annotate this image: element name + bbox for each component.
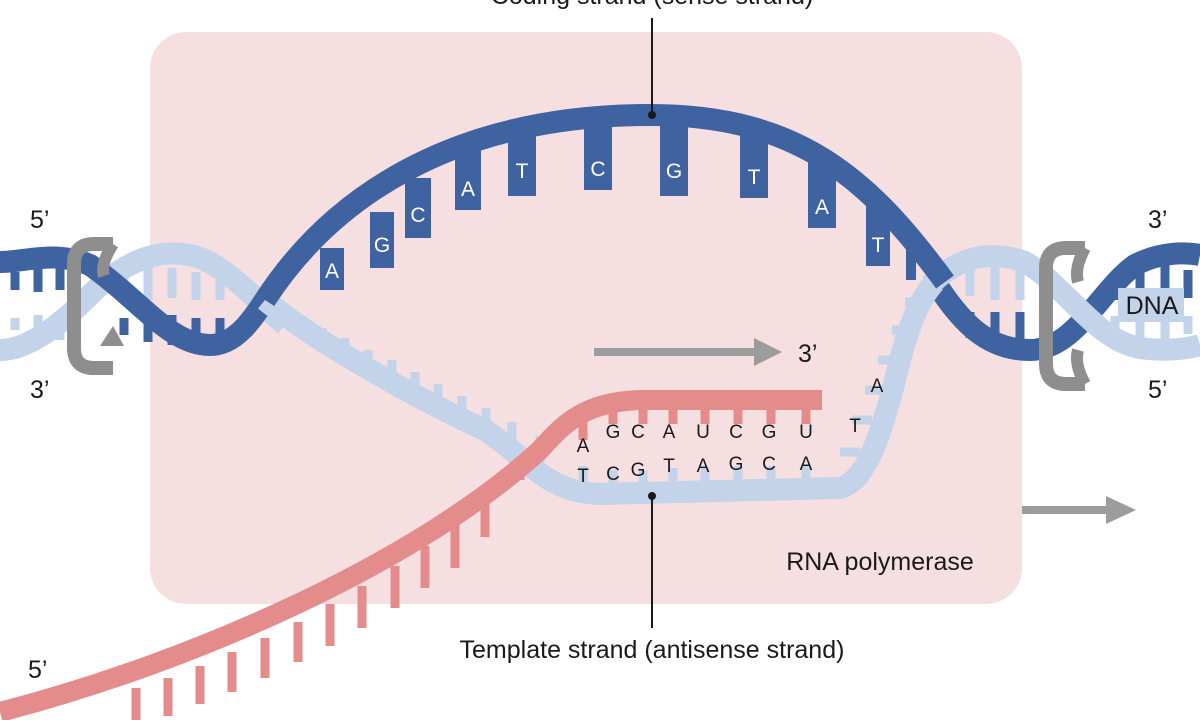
template-base: C bbox=[762, 454, 776, 475]
rna-base: C bbox=[631, 422, 645, 443]
unpaired-template-base: T bbox=[849, 416, 861, 437]
coding-base: A bbox=[325, 260, 339, 283]
left-coding-backbone bbox=[0, 246, 275, 357]
template-strand-label: Template strand (antisense strand) bbox=[460, 636, 845, 664]
coding-base: C bbox=[590, 158, 605, 181]
coding-base: G bbox=[374, 234, 390, 257]
dna-label-background bbox=[1118, 288, 1184, 322]
rna-transcript bbox=[0, 390, 822, 720]
template-base: T bbox=[577, 466, 589, 487]
left-helix bbox=[0, 242, 293, 361]
synthesis-direction-arrow-icon bbox=[594, 338, 782, 366]
template-strand-pointer-dot bbox=[648, 492, 656, 500]
rna-backbone bbox=[0, 390, 822, 720]
left-template-backbone bbox=[0, 242, 293, 361]
coding-base-rungs bbox=[320, 114, 916, 290]
rna-polymerase-label: RNA polymerase bbox=[786, 548, 974, 576]
coding-base: G bbox=[666, 160, 682, 183]
coding-base-letters: A G C A T C G T A T bbox=[325, 158, 885, 283]
right-clamp-icon bbox=[1039, 241, 1091, 391]
template-base: T bbox=[663, 456, 675, 477]
template-strand-backbone bbox=[258, 274, 944, 505]
rna-growing-end-label: 3’ bbox=[798, 340, 817, 368]
right-template-backbone bbox=[922, 245, 1200, 361]
rna-base: A bbox=[577, 436, 590, 457]
coding-strand-pointer-dot bbox=[648, 111, 656, 119]
coding-base: T bbox=[872, 234, 885, 257]
coding-strand-label: Coding strand (sense strand) bbox=[491, 0, 813, 10]
dna-label: DNA bbox=[1126, 292, 1179, 320]
right-coding-backbone bbox=[925, 242, 1200, 362]
right-bottom-end-label: 5’ bbox=[1148, 376, 1167, 404]
rna-base: C bbox=[729, 422, 743, 443]
rna-polymerase-body bbox=[150, 32, 1022, 604]
right-top-end-label: 3’ bbox=[1148, 206, 1167, 234]
coding-base: C bbox=[410, 204, 425, 227]
rna-base: U bbox=[696, 422, 710, 443]
rna-base: G bbox=[606, 422, 621, 443]
unpaired-template-base: A bbox=[871, 376, 884, 397]
template-base-letters: T C G T A G C A T A bbox=[577, 376, 883, 487]
template-base: G bbox=[729, 454, 744, 475]
left-bottom-end-label: 3’ bbox=[30, 376, 49, 404]
polymerase-movement-arrow-icon bbox=[1022, 496, 1136, 524]
coding-base: T bbox=[516, 160, 529, 183]
coding-base: A bbox=[461, 178, 475, 201]
template-base: A bbox=[697, 456, 710, 477]
rna-base: G bbox=[762, 422, 777, 443]
coding-base: A bbox=[815, 196, 829, 219]
callout-lines bbox=[648, 18, 656, 628]
rna-start-end-label: 5’ bbox=[28, 656, 47, 684]
template-base: G bbox=[631, 460, 646, 481]
rna-base: A bbox=[663, 422, 676, 443]
rna-base-letters: A G C A U C G U bbox=[577, 422, 813, 457]
left-clamp-icon bbox=[67, 237, 124, 375]
left-top-end-label: 5’ bbox=[30, 206, 49, 234]
rna-base: U bbox=[799, 422, 813, 443]
coding-base: T bbox=[748, 166, 761, 189]
template-base: A bbox=[800, 454, 813, 475]
template-base: C bbox=[606, 464, 620, 485]
